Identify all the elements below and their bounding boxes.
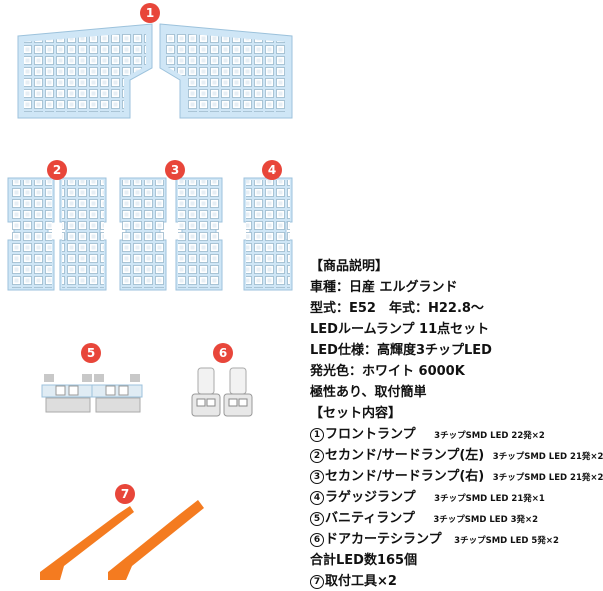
spec-type: 型式：E52 年式：H22.8～: [310, 301, 484, 316]
item-name: セカンド/サードランプ(左): [325, 448, 485, 463]
spec-header: 【商品説明】: [310, 259, 389, 274]
badge-2: 2: [47, 160, 67, 180]
item-detail: 3チップSMD LED 21発×1: [434, 494, 545, 504]
item-number: 7: [310, 575, 324, 589]
front-lamp-right-board: [159, 23, 293, 119]
spec-polarity: 極性あり、取付簡単: [310, 385, 427, 400]
vanity-lamp-boards: [41, 374, 143, 413]
item-number: 4: [310, 491, 324, 505]
item-number: 3: [310, 470, 324, 484]
spec-contents-header: 【セット内容】: [310, 406, 402, 421]
badge-5: 5: [81, 343, 101, 363]
luggage-lamp-board: [243, 177, 293, 291]
item-name: フロントランプ: [325, 427, 416, 442]
badge-6: 6: [213, 343, 233, 363]
badge-7: 7: [115, 484, 135, 504]
spec-model: 車種：日産 エルグランド: [310, 280, 458, 295]
second-third-left-boards: [7, 177, 107, 291]
item-number: 1: [310, 428, 324, 442]
item-name: 取付工具×2: [325, 574, 397, 589]
badge-3: 3: [165, 160, 185, 180]
spec-set: LEDルームランプ 11点セット: [310, 322, 490, 337]
item-name: バニティランプ: [325, 511, 415, 526]
spec-color: 発光色：ホワイト 6000K: [310, 364, 465, 379]
item-name: ドアカーテシランプ: [325, 532, 442, 547]
spec-total: 合計LED数165個: [310, 553, 418, 568]
item-name: セカンド/サードランプ(右): [325, 469, 485, 484]
badge-4: 4: [262, 160, 282, 180]
item-detail: 3チップSMD LED 21発×2: [492, 473, 603, 483]
spec-led: LED仕様：高輝度3チップLED: [310, 343, 492, 358]
courtesy-lamp-bulbs: [191, 367, 253, 417]
front-lamp-left-board: [17, 23, 153, 119]
item-detail: 3チップSMD LED 21発×2: [492, 452, 603, 462]
item-number: 5: [310, 512, 324, 526]
item-name: ラゲッジランプ: [325, 490, 416, 505]
item-detail: 3チップSMD LED 5発×2: [454, 536, 559, 546]
second-third-right-boards: [119, 177, 223, 291]
item-detail: 3チップSMD LED 22発×2: [434, 431, 545, 441]
item-detail: 3チップSMD LED 3発×2: [433, 515, 539, 525]
item-number: 2: [310, 449, 324, 463]
item-number: 6: [310, 533, 324, 547]
badge-1: 1: [140, 3, 160, 23]
removal-tools: [40, 500, 204, 580]
